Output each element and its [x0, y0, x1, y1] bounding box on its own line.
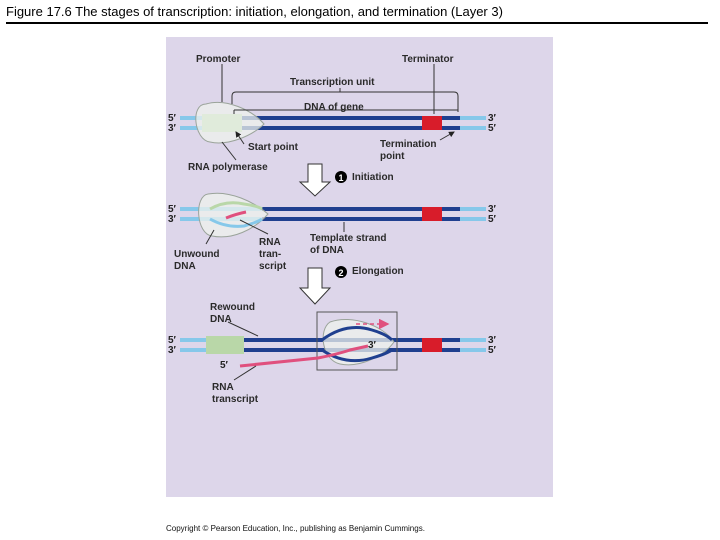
row3-rna-strand: [239, 344, 369, 368]
row1-left-bottom-end: 3′: [168, 123, 177, 134]
termination-point-label-line2: point: [380, 151, 405, 162]
unwound-dna-label-line2: DNA: [174, 261, 196, 272]
row1-right-bottom-end: 5′: [488, 123, 497, 134]
row2-left-bottom-end: 3′: [168, 214, 177, 225]
step-2-number: 2: [338, 268, 343, 278]
rna-polymerase: [195, 101, 265, 144]
row2-right-top-end: 3′: [488, 204, 497, 215]
step-1-label: Initiation: [352, 172, 394, 183]
rewound-dna-label-line1: Rewound: [210, 302, 255, 313]
step-1-number: 1: [338, 173, 343, 183]
rna-five-prime-end: 5′: [220, 360, 229, 371]
rewound-dna-label-line2: DNA: [210, 314, 232, 325]
row3-bubble-top: [321, 326, 394, 342]
rna-transcript-2-label-line1: RNA: [212, 382, 234, 393]
row3-left-bottom-end: 3′: [168, 345, 177, 356]
terminator-label: Terminator: [402, 54, 454, 65]
row3-bubble-bottom: [321, 348, 393, 363]
transcription-unit-label: Transcription unit: [290, 77, 375, 88]
dna-of-gene-label: DNA of gene: [304, 102, 364, 113]
row2-right-bottom-end: 5′: [488, 214, 497, 225]
rna-transcript-label-line3: script: [259, 261, 287, 272]
row2-left-top-end: 5′: [168, 204, 177, 215]
promoter-label: Promoter: [196, 54, 241, 65]
row3-left-top-end: 5′: [168, 335, 177, 346]
elongation-focus-box: [316, 311, 398, 371]
row3-right-top-end: 3′: [488, 335, 497, 346]
copyright-notice: Copyright © Pearson Education, Inc., pub…: [166, 524, 425, 533]
termination-point-label-line1: Termination: [380, 139, 436, 150]
unwound-dna-label-line1: Unwound: [174, 249, 220, 260]
rna-polymerase-label: RNA polymerase: [188, 162, 268, 173]
step-1-arrow: [298, 163, 332, 197]
row3-right-bottom-end: 5′: [488, 345, 497, 356]
rna-transcript-2-label-line2: transcript: [212, 394, 259, 405]
rna-transcript-label-line1: RNA: [259, 237, 281, 248]
rna-three-prime-end: 3′: [368, 340, 377, 351]
step-2-arrow: [298, 267, 332, 305]
step-2-badge: [335, 266, 347, 278]
template-strand-label-line1: Template strand: [310, 233, 387, 244]
template-strand-label-line2: of DNA: [310, 245, 344, 256]
terminator-region: [422, 116, 442, 130]
row1-right-top-end: 3′: [488, 113, 497, 124]
step-2-label: Elongation: [352, 266, 404, 277]
step-1-badge: [335, 171, 347, 183]
row1-left-top-end: 5′: [168, 113, 177, 124]
transcription-unit-bracket: [231, 91, 459, 112]
row-2-dna: [180, 192, 486, 238]
start-point-label: Start point: [248, 142, 299, 153]
title-rule: [6, 22, 708, 24]
row-1-dna: [180, 101, 486, 144]
rna-transcript-label-line2: tran-: [259, 249, 281, 260]
slide-title: Figure 17.6 The stages of transcription:…: [6, 4, 503, 19]
